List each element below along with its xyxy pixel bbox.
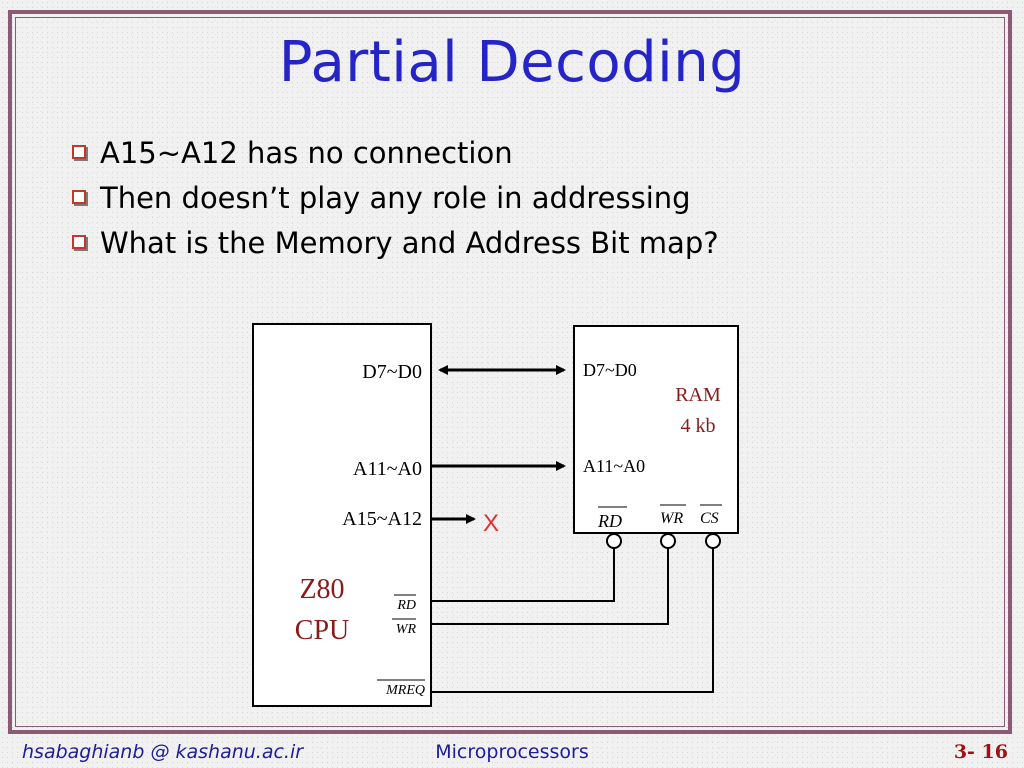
bullet-item: A15~A12 has no connection <box>72 136 513 170</box>
ram-chip <box>573 325 739 534</box>
bullet-text: Then doesn’t play any role in addressing <box>100 181 691 215</box>
bullet-text: What is the Memory and Address Bit map? <box>100 226 719 260</box>
cpu-address-bus-label: A11~A0 <box>353 458 422 480</box>
footer-page-number: 3- 16 <box>953 741 1008 763</box>
cpu-mreq-label: MREQ <box>385 683 425 698</box>
cpu-wr-label: WR <box>396 622 417 637</box>
cpu-name-line1: Z80 <box>299 574 344 605</box>
footer-course: Microprocessors <box>435 741 589 763</box>
no-connection-mark: X <box>483 510 499 537</box>
bullet-text: A15~A12 has no connection <box>100 136 513 170</box>
checkbox-bullet-icon <box>72 190 86 204</box>
bullet-item: Then doesn’t play any role in addressing <box>72 181 691 215</box>
ram-cs-label: CS <box>700 510 719 527</box>
ram-wr-label: WR <box>660 510 683 527</box>
mreq-control-wire <box>431 548 714 693</box>
bullet-item: What is the Memory and Address Bit map? <box>72 226 719 260</box>
slide-frame-outer <box>8 10 1012 734</box>
ram-rd-label: RD <box>597 511 622 531</box>
checkbox-bullet-icon <box>72 235 86 249</box>
ram-cs-bubble <box>705 533 721 549</box>
ram-rd-bubble <box>606 533 622 549</box>
slide-frame-inner <box>15 17 1005 727</box>
ram-wr-bubble <box>660 533 676 549</box>
ram-name: RAM <box>675 384 721 406</box>
slide-title: Partial Decoding <box>278 30 746 95</box>
cpu-data-bus-label: D7~D0 <box>362 361 422 383</box>
cpu-name-line2: CPU <box>295 615 349 646</box>
wr-control-wire <box>431 548 669 625</box>
cpu-high-address-label: A15~A12 <box>342 508 422 530</box>
footer-author: hsabaghianb @ kashanu.ac.ir <box>22 741 304 763</box>
ram-size: 4 kb <box>681 415 716 437</box>
ram-address-bus-label: A11~A0 <box>583 456 645 476</box>
rd-control-wire <box>431 548 615 602</box>
ram-data-bus-label: D7~D0 <box>583 360 637 380</box>
cpu-rd-label: RD <box>396 598 416 613</box>
checkbox-bullet-icon <box>72 145 86 159</box>
cpu-chip <box>252 323 432 707</box>
